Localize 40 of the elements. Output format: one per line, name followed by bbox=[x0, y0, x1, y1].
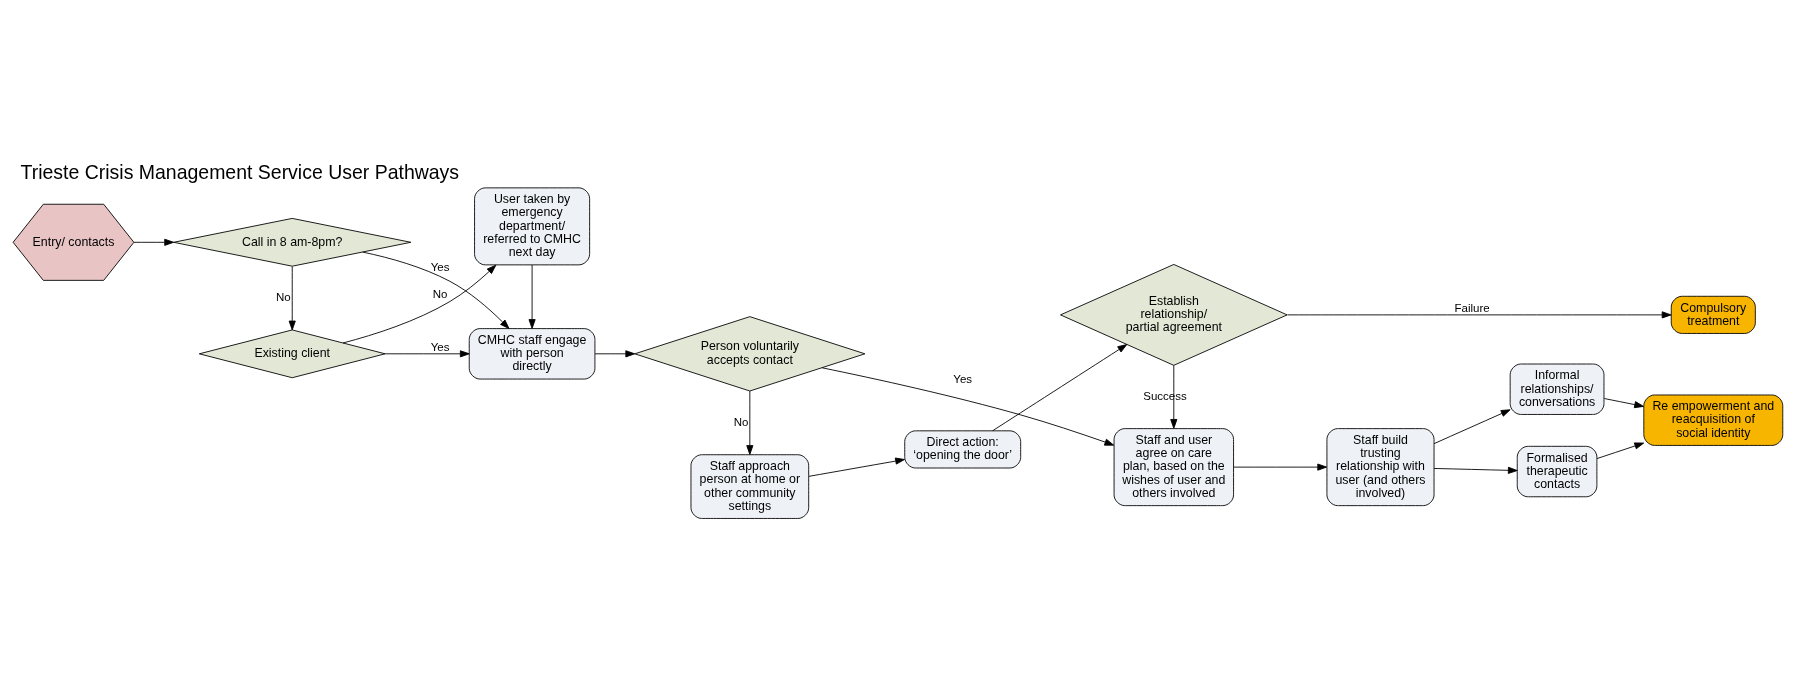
edge-label: No bbox=[276, 291, 291, 304]
edge-label: Failure bbox=[1454, 301, 1490, 314]
arrow bbox=[1433, 466, 1518, 474]
arrow bbox=[808, 457, 905, 477]
arrow bbox=[342, 264, 497, 344]
arrow bbox=[384, 350, 470, 358]
node-diamond: Existing client bbox=[198, 329, 386, 379]
node-box: Direct action: ‘opening the door’ bbox=[904, 430, 1022, 469]
arrow bbox=[594, 350, 636, 358]
node-box: Staff build trusting relationship with user (and others involved) bbox=[1326, 428, 1435, 507]
edge-label: Yes bbox=[953, 372, 973, 385]
node-box: Re empowerment and reacquisition of social identity bbox=[1643, 394, 1784, 446]
edge-label: No bbox=[733, 415, 749, 428]
arrow bbox=[1603, 398, 1644, 409]
node-box: Staff and user agree on care plan, based on the wishes of user and others involved bbox=[1113, 428, 1234, 507]
arrow bbox=[362, 251, 510, 329]
node-box: CMHC staff engage with person directly bbox=[468, 328, 596, 380]
arrow bbox=[1596, 442, 1645, 460]
arrow bbox=[746, 390, 754, 455]
arrow bbox=[1286, 311, 1672, 319]
arrow bbox=[288, 266, 296, 331]
node-diamond: Call in 8 am-8pm? bbox=[173, 217, 412, 267]
arrow bbox=[1170, 364, 1178, 429]
node-diamond: Establish relationship/ partial agreement bbox=[1060, 264, 1288, 366]
arrow bbox=[528, 264, 536, 329]
arrow bbox=[821, 367, 1115, 446]
node-box: Staff approach person at home or other community settings bbox=[690, 454, 810, 519]
edge-label: Yes bbox=[430, 340, 450, 353]
node-box: Informal relationships/ conversations bbox=[1509, 363, 1605, 415]
arrow bbox=[992, 344, 1128, 432]
arrow bbox=[1233, 463, 1328, 471]
node-box: Formalised therapeutic contacts bbox=[1516, 445, 1598, 498]
node-box: User taken by emergency department/ referred to CMHC next day bbox=[474, 187, 591, 266]
node-box: Compulsory treatment bbox=[1670, 295, 1756, 334]
edge-label: Yes bbox=[430, 260, 450, 273]
arrow bbox=[133, 238, 175, 246]
arrow bbox=[1433, 409, 1511, 445]
diagram-title: Trieste Crisis Management Service User Pathways bbox=[20, 160, 460, 183]
edge-label: No bbox=[432, 288, 448, 301]
node-diamond: Person voluntarily accepts contact bbox=[634, 316, 866, 392]
